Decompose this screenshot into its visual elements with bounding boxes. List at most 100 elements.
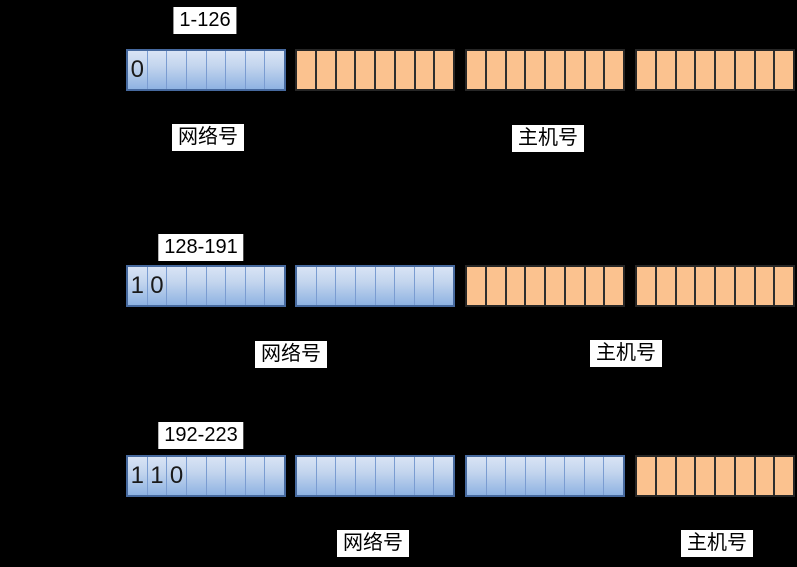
bit-cell	[356, 267, 376, 305]
bit-cell	[207, 457, 227, 495]
bit-cell	[376, 51, 396, 89]
host-octet	[295, 49, 455, 91]
bit-cell	[756, 457, 776, 495]
leading-bit: 1	[128, 457, 148, 495]
bit-cell	[226, 457, 246, 495]
leading-bit: 0	[128, 51, 148, 89]
network-octet	[295, 455, 455, 497]
bit-cell	[148, 51, 168, 89]
bit-cell	[226, 51, 246, 89]
bit-cell	[415, 457, 435, 495]
bit-cell	[677, 267, 697, 305]
bit-cell	[566, 51, 586, 89]
class-a-address-bar: 0	[0, 49, 797, 91]
bit-cell	[546, 267, 566, 305]
bit-cell	[187, 51, 207, 89]
class-c-network-label: 网络号	[337, 530, 409, 557]
class-b-host-label: 主机号	[590, 340, 662, 367]
bit-cell	[605, 51, 623, 89]
leading-bit: 0	[148, 267, 168, 305]
bit-cell	[565, 457, 585, 495]
bit-cell	[546, 457, 566, 495]
host-octet	[465, 49, 625, 91]
bit-cell	[657, 457, 677, 495]
bit-cell	[604, 457, 623, 495]
bit-cell	[337, 51, 357, 89]
bit-cell	[246, 51, 266, 89]
leading-bit: 1	[128, 267, 148, 305]
bit-cell	[637, 51, 657, 89]
bit-cell	[487, 457, 507, 495]
bit-cell	[187, 457, 207, 495]
bit-cell	[586, 267, 606, 305]
bit-cell	[336, 457, 356, 495]
network-octet: 0	[126, 49, 286, 91]
bit-cell	[696, 457, 716, 495]
bit-cell	[526, 457, 546, 495]
bit-cell	[736, 51, 756, 89]
bit-cell	[207, 267, 227, 305]
network-octet	[295, 265, 455, 307]
bit-cell	[566, 267, 586, 305]
bit-cell	[226, 267, 246, 305]
bit-cell	[736, 457, 756, 495]
class-b-range-label: 128-191	[158, 234, 244, 261]
host-octet	[465, 265, 625, 307]
bit-cell	[467, 267, 487, 305]
network-octet	[465, 455, 625, 497]
host-octet	[635, 265, 795, 307]
bit-cell	[265, 267, 284, 305]
bit-cell	[637, 267, 657, 305]
bit-cell	[756, 267, 776, 305]
bit-cell	[435, 51, 453, 89]
class-c-host-label: 主机号	[681, 530, 753, 557]
bit-cell	[507, 51, 527, 89]
bit-cell	[246, 457, 266, 495]
bit-cell	[376, 267, 396, 305]
bit-cell	[297, 267, 317, 305]
bit-cell	[416, 51, 436, 89]
bit-cell	[716, 267, 736, 305]
bit-cell	[265, 51, 284, 89]
bit-cell	[506, 457, 526, 495]
bit-cell	[415, 267, 435, 305]
bit-cell	[207, 51, 227, 89]
bit-cell	[376, 457, 396, 495]
bit-cell	[775, 457, 793, 495]
leading-bit: 0	[167, 457, 187, 495]
bit-cell	[586, 51, 606, 89]
bit-cell	[167, 51, 187, 89]
bit-cell	[756, 51, 776, 89]
bit-cell	[396, 51, 416, 89]
bit-cell	[246, 267, 266, 305]
bit-cell	[775, 51, 793, 89]
bit-cell	[677, 51, 697, 89]
bit-cell	[336, 267, 356, 305]
class-a-network-label: 网络号	[172, 124, 244, 151]
bit-cell	[317, 457, 337, 495]
bit-cell	[467, 51, 487, 89]
bit-cell	[546, 51, 566, 89]
bit-cell	[317, 51, 337, 89]
bit-cell	[696, 51, 716, 89]
bit-cell	[526, 267, 546, 305]
bit-cell	[434, 267, 453, 305]
host-octet	[635, 455, 795, 497]
bit-cell	[297, 457, 317, 495]
bit-cell	[605, 267, 623, 305]
leading-bit: 1	[148, 457, 168, 495]
bit-cell	[526, 51, 546, 89]
bit-cell	[487, 267, 507, 305]
bit-cell	[657, 267, 677, 305]
class-b-network-label: 网络号	[255, 341, 327, 368]
bit-cell	[716, 457, 736, 495]
bit-cell	[356, 51, 376, 89]
bit-cell	[487, 51, 507, 89]
bit-cell	[736, 267, 756, 305]
bit-cell	[637, 457, 657, 495]
bit-cell	[677, 457, 697, 495]
bit-cell	[434, 457, 453, 495]
